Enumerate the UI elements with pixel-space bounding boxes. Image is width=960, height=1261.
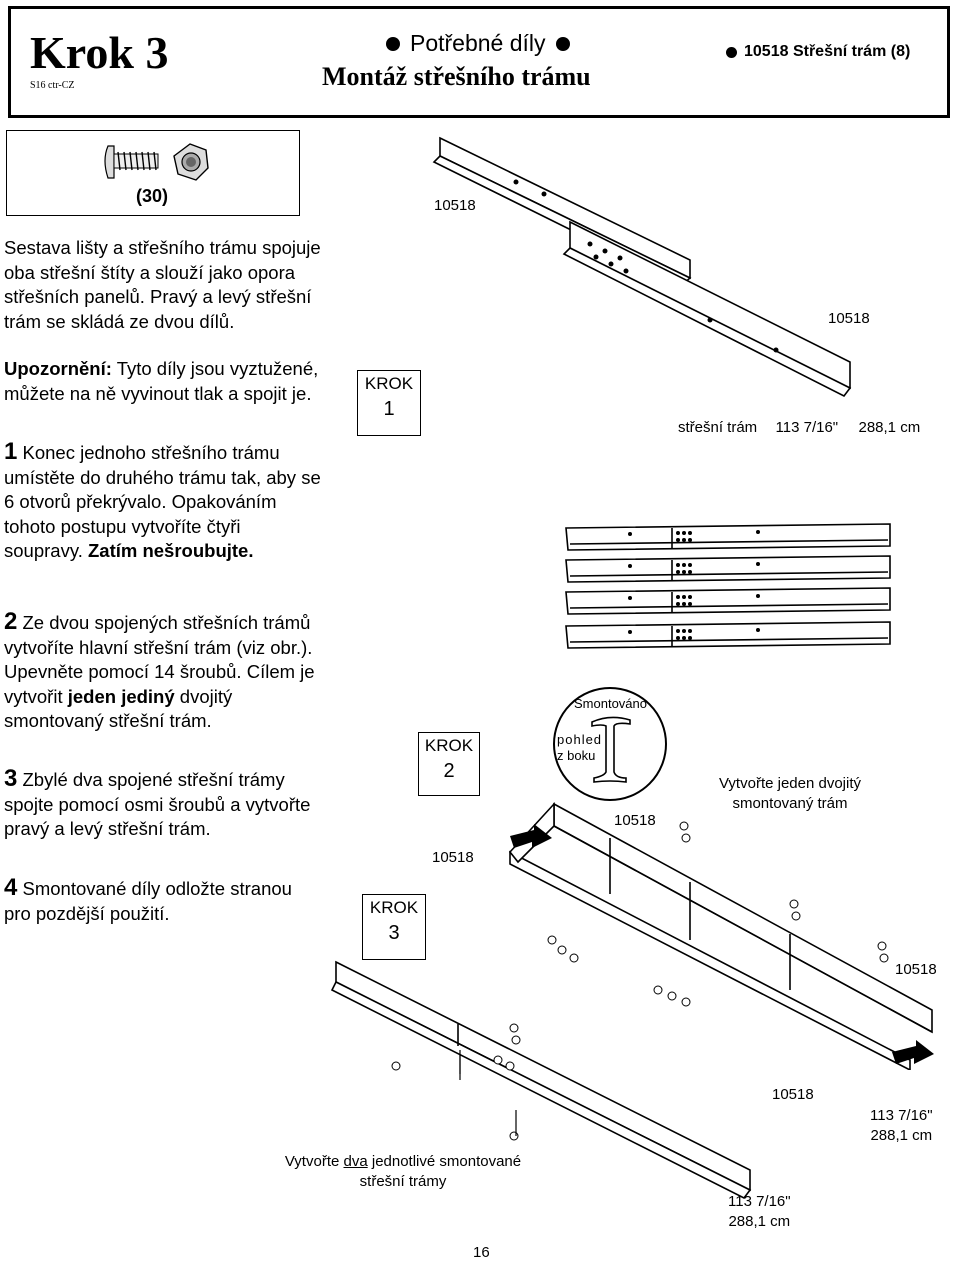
step-badge-2: KROK 2 <box>418 732 480 796</box>
part-number-label: 10518 <box>434 197 476 214</box>
part-list-label: 10518 Střešní trám (8) <box>744 43 911 60</box>
instruction-line: Vytvořte dva jednotlivé smontované <box>270 1152 536 1172</box>
bullet-icon <box>386 36 400 51</box>
step-number: 4 <box>4 874 18 901</box>
step-4-text: 4 Smontované díly odložte stranou pro po… <box>4 874 322 926</box>
part-number-label: 10518 <box>828 310 870 327</box>
beam-length-cm: 288,1 cm <box>728 1213 791 1230</box>
step-body: dvojitý smontovaný střešní trám. <box>4 685 233 732</box>
step-badge-label: KROK <box>364 374 414 393</box>
warning-body: Tyto díly jsou vyztužené, můžete na ně v… <box>4 358 319 404</box>
step-body: Smontované díly odložte stranou pro pozd… <box>4 878 292 924</box>
part-number-label: 10518 <box>772 1086 814 1103</box>
step-number: 2 <box>4 608 18 635</box>
step-2-text: 2 Ze dvou spojených střešních trámů vytv… <box>4 608 322 734</box>
warning-label: Upozornění: <box>4 358 112 379</box>
beam-length-cm: 288,1 cm <box>870 1127 933 1144</box>
beam-length-in: 113 7/16" <box>775 419 839 436</box>
parts-heading-label: Potřebné díly <box>410 30 546 56</box>
hardware-quantity: (30) <box>136 186 169 206</box>
page-code: S16 ctr-CZ <box>30 80 75 91</box>
step-3-text: 3 Zbylé dva spojené střešní trámy spojte… <box>4 765 322 842</box>
instruction-emphasis: dva <box>343 1153 368 1170</box>
instruction-line: Vytvořte jeden dvojitý <box>718 775 862 792</box>
instruction-line: smontovaný trám <box>732 795 848 812</box>
beam-length-in: 113 7/16" <box>870 1107 933 1124</box>
step-1-text: 1 Konec jednoho střešního trámu umístěte… <box>4 438 322 564</box>
beam-caption: střešní trám 113 7/16" 288,1 cm <box>678 419 920 436</box>
part-list-item: 10518 Střešní trám (8) <box>726 43 910 61</box>
warning-text: Upozornění: Tyto díly jsou vyztužené, mů… <box>4 357 322 406</box>
step-number: 1 <box>4 438 18 465</box>
parts-heading: Potřebné díly <box>386 32 570 55</box>
bullet-icon <box>555 36 570 51</box>
step-title: Krok 3 <box>30 27 169 78</box>
side-view-label-b: z boku <box>557 748 596 763</box>
instruction-line: střešní trámy <box>359 1173 447 1190</box>
part-number-label: 10518 <box>895 961 937 978</box>
instruction-part: jednotlivé smontované <box>367 1153 522 1170</box>
beam-length-in: 113 7/16" <box>728 1193 791 1210</box>
step-badge-number: 3 <box>388 922 400 944</box>
step-badge-3: KROK 3 <box>362 894 426 960</box>
beam-length: 113 7/16" 288,1 cm <box>728 1192 791 1232</box>
intro-text: Sestava lišty a střešního trámu spojuje … <box>4 237 321 332</box>
step-emphasis: jeden jediný <box>67 685 175 707</box>
single-beam-drawing <box>330 960 752 1200</box>
step-badge-number: 1 <box>383 398 395 420</box>
bolt-and-nut-icon <box>104 143 209 181</box>
hardware-box <box>6 130 300 216</box>
step-badge-1: KROK 1 <box>357 370 421 436</box>
assembly-title: Montáž střešního trámu <box>322 62 591 91</box>
header-frame <box>8 6 950 118</box>
step-badge-label: KROK <box>424 736 474 755</box>
beam-name: střešní trám <box>678 419 758 436</box>
beam-overlap-drawing <box>432 136 852 398</box>
assembled-label: Smontováno <box>574 696 647 711</box>
step-body: Ze dvou spojených střešních trámů vytvoř… <box>4 612 315 707</box>
step-body: Konec jednoho střešního trámu umístěte d… <box>4 442 321 561</box>
bullet-icon <box>726 46 737 58</box>
side-view-circle <box>553 687 667 801</box>
four-beam-sets-drawing <box>565 523 891 649</box>
step-number: 3 <box>4 765 18 792</box>
double-beam-drawing <box>508 801 934 1070</box>
instruction-part: Vytvořte <box>284 1153 344 1170</box>
instruction-two-beams: Vytvořte dva jednotlivé smontované střeš… <box>270 1152 536 1192</box>
side-view-label-a: pohled <box>557 732 603 747</box>
part-number-label: 10518 <box>614 812 656 829</box>
step-emphasis: Zatím nešroubujte. <box>87 540 254 561</box>
instruction-double-beam: Vytvořte jeden dvojitý smontovaný trám <box>710 774 870 814</box>
part-number-label: 10518 <box>432 849 474 866</box>
step-badge-label: KROK <box>369 898 419 917</box>
page-number: 16 <box>473 1244 490 1261</box>
beam-length: 113 7/16" 288,1 cm <box>870 1106 933 1146</box>
step-badge-number: 2 <box>443 760 455 782</box>
beam-length-cm: 288,1 cm <box>858 419 921 436</box>
step-body: Zbylé dva spojené střešní trámy spojte p… <box>4 769 311 839</box>
